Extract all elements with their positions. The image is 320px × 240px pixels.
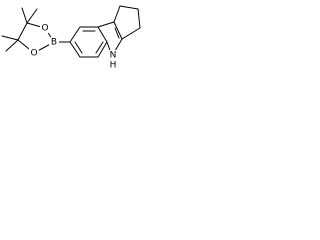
atom-label-b: B [49,37,59,48]
bond-ar-inner-2 [95,41,104,54]
bond-c2-methyl-a [1,35,19,41]
bond-pyr-2 [113,21,123,40]
cyclopentane-ring [113,5,141,40]
bond-ar-1 [69,26,81,43]
bond-c1-c2 [17,22,28,41]
bond-cp-3 [137,8,141,29]
nitrogen-label: N [110,51,117,61]
chemical-structure: O O B N H [1,5,141,71]
bond-cp-1 [113,5,121,23]
atom-label-h: H [108,60,118,71]
atom-label-o-top: O [40,23,50,34]
oxygen-label-top: O [41,24,48,34]
benzene-ring [69,26,108,58]
bond-c1-methyl-b [26,8,38,24]
bond-ar-3 [97,26,108,43]
bond-pyr-inner [114,27,120,39]
bond-c1-methyl-a [21,7,28,24]
bond-pyr-1 [97,21,115,28]
boron-label: B [51,38,57,48]
bond-c2-methyl-b [5,39,19,52]
atom-label-n: N [108,50,118,61]
atom-label-o-bottom: O [29,48,39,59]
bond-cp-2 [119,5,139,10]
hydrogen-label: H [110,61,117,71]
bond-cp-4 [121,27,141,40]
bond-ar-inner-3 [74,41,83,54]
oxygen-label-bottom: O [30,49,37,59]
bond-ar-6 [69,41,81,58]
bond-ar-4 [97,41,108,58]
